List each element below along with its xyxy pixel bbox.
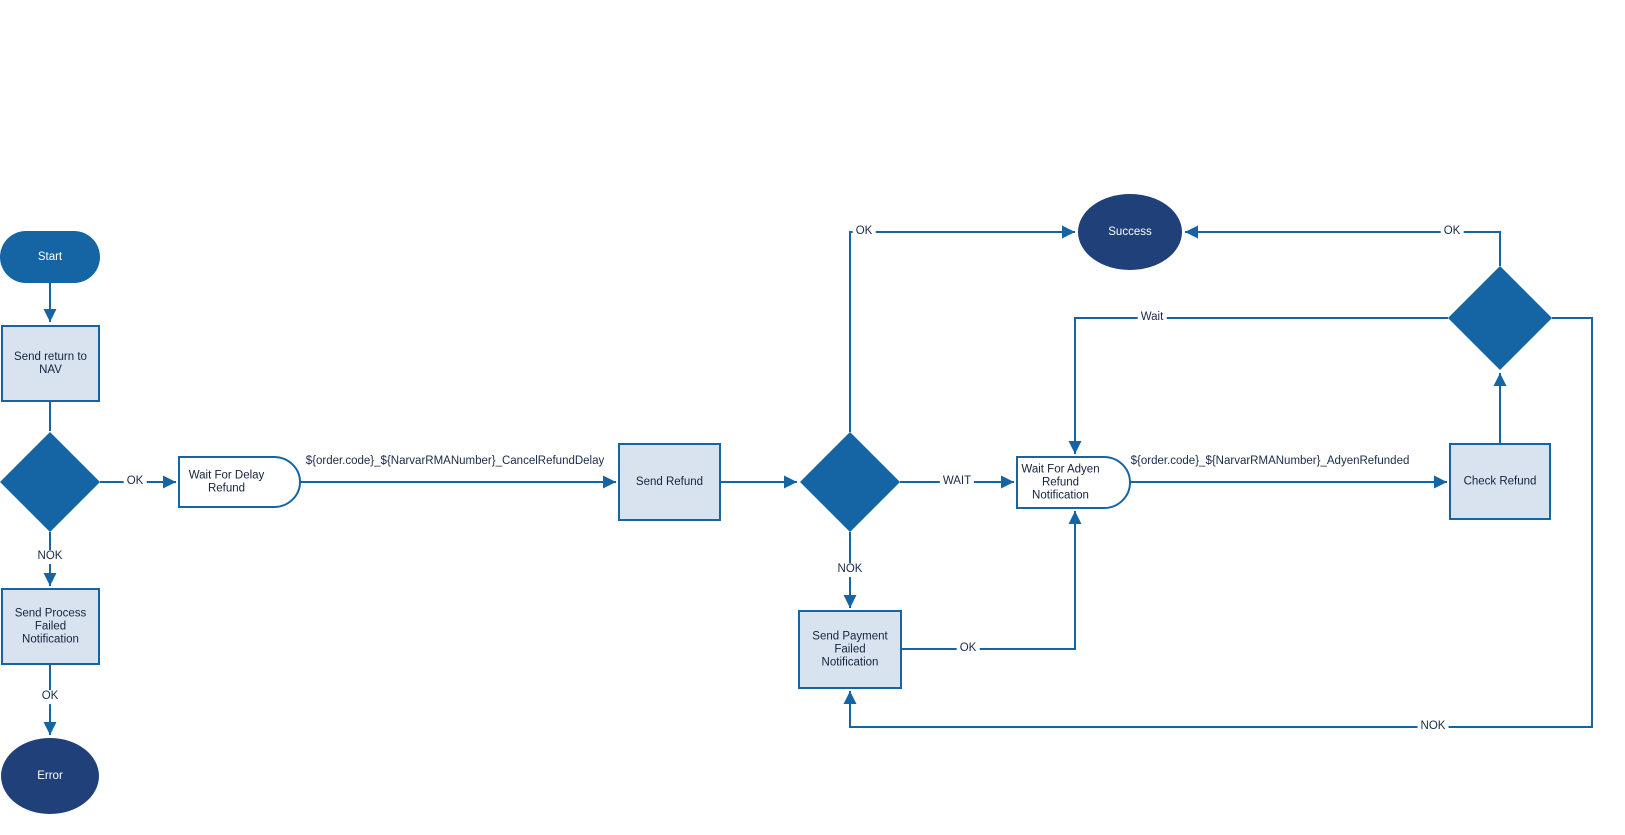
decision-2-node [800, 432, 900, 532]
edge-adyen-to-check-refund-label: ${order.code}_${NarvarRMANumber}_AdyenRe… [1127, 455, 1413, 469]
start-node [0, 231, 100, 283]
edge-payment-failed-ok-to-adyen [901, 511, 1082, 650]
send-refund-node [618, 443, 721, 521]
edge-wait-delay-to-send-refund-label: ${order.code}_${NarvarRMANumber}_CancelR… [302, 455, 608, 469]
edge-decision3-ok-to-success-label: OK [1440, 225, 1464, 239]
send-process-failed-node [1, 588, 100, 665]
edge-decision2-ok-to-success [849, 225, 1075, 432]
edge-process-failed-ok-to-error-label: OK [38, 690, 62, 704]
edge-payment-failed-ok-to-adyen-label: OK [956, 642, 980, 656]
edge-decision2-nok-to-payment-failed-label: NOK [834, 563, 866, 577]
edge-decision2-wait-to-adyen-label: WAIT [939, 475, 975, 489]
decision-3-node [1448, 266, 1552, 370]
start-node-label: Start [38, 251, 63, 263]
send-return-to-nav-node [1, 325, 100, 402]
check-refund-node [1449, 443, 1551, 520]
send-payment-failed-node [798, 610, 902, 689]
check-refund-node-label: Check Refund [1464, 476, 1537, 488]
decision-1-node [0, 432, 100, 532]
edge-decision3-nok-to-payment-failed-label: NOK [1417, 720, 1449, 734]
edge-decision3-nok-to-payment-failed [843, 317, 1593, 728]
error-node-label: Error [37, 770, 63, 782]
edge-decision3-wait-to-adyen-top [1068, 317, 1448, 454]
edge-decision3-ok-to-success [1185, 225, 1501, 266]
success-node-label: Success [1108, 226, 1152, 238]
wait-for-delay-refund-node [178, 456, 301, 508]
success-node [1078, 194, 1182, 270]
error-node [1, 738, 99, 814]
edge-decision1-nok-to-process-failed-label: NOK [34, 550, 66, 564]
edge-decision1-ok-to-wait-delay-label: OK [123, 475, 147, 489]
wait-for-adyen-refund-node [1016, 456, 1131, 509]
send-refund-node-label: Send Refund [636, 476, 703, 488]
edge-decision2-ok-to-success-label: OK [852, 225, 876, 239]
edge-decision3-wait-to-adyen-top-label: Wait [1137, 311, 1167, 325]
